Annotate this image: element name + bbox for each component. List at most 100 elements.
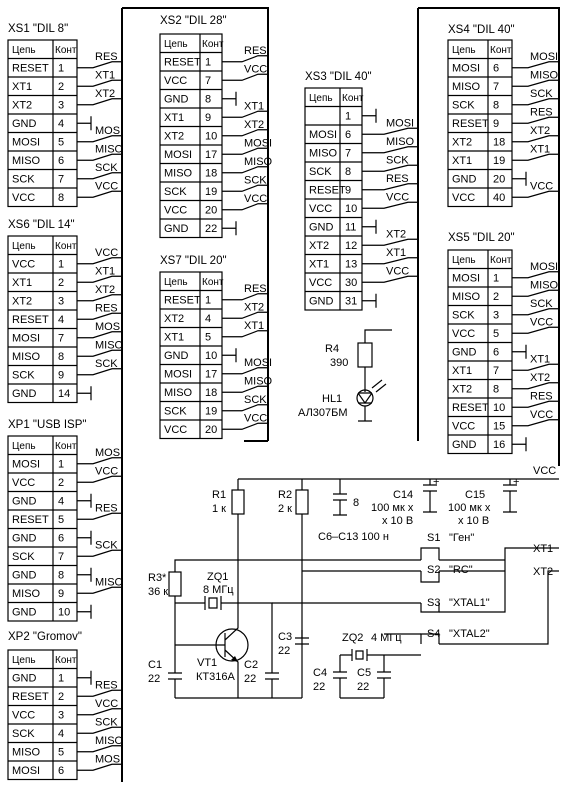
xp1-net-label: RES — [95, 502, 118, 514]
xs1-row-name: SCK — [12, 174, 35, 186]
xs3-row-name: MOSI — [309, 129, 337, 141]
xs7-row-pin: 17 — [205, 369, 217, 381]
xs7-row-pin: 18 — [205, 387, 217, 399]
r1-resistor — [231, 489, 245, 515]
xs2-net-wire — [222, 147, 268, 155]
xs3-row-name: GND — [309, 296, 334, 308]
xp1-row-pin: 6 — [58, 533, 64, 545]
xs5-row-pin: 7 — [493, 365, 499, 377]
xs2-row-name: XT1 — [164, 112, 184, 124]
xs4-net-wire — [512, 135, 559, 143]
xs2-row-name: GND — [164, 94, 189, 106]
c1-label: C1 — [148, 659, 162, 671]
xp2-net-wire — [77, 726, 122, 734]
xs6-row-pin: 1 — [58, 259, 64, 271]
xs2-row-pin: 7 — [205, 75, 211, 87]
xs2-net-wire — [222, 203, 268, 211]
xs6-header-signal: Цепь — [12, 241, 36, 252]
r4-value: 390 — [330, 357, 348, 369]
left-bus — [121, 7, 560, 782]
xs1-header-signal: Цепь — [12, 45, 36, 56]
xs5-row-name: GND — [452, 439, 477, 451]
xs4-row-name: MOSI — [452, 63, 480, 75]
xs6-net-label: MISO — [95, 339, 124, 351]
xs2-net-label: VCC — [244, 193, 267, 205]
xs3-net-label: MISO — [386, 136, 415, 148]
xs3-row-pin: 11 — [345, 222, 356, 234]
xs7-row-name: VCC — [164, 424, 187, 436]
r3-resistor — [168, 571, 182, 597]
xs3-net-label: SCK — [386, 154, 409, 166]
xs1-net-wire — [77, 172, 122, 180]
xp1-row-pin: 9 — [58, 588, 64, 600]
s3-label: S3 — [427, 597, 440, 609]
xs7-net-wire — [222, 404, 268, 412]
xs4-row-pin: 19 — [493, 155, 505, 167]
xs3-net-wire — [362, 257, 418, 265]
xp2-net-wire — [77, 763, 122, 771]
xs2-header-signal: Цепь — [164, 39, 188, 50]
xs5-row-name: XT2 — [452, 384, 472, 396]
xp1-row-name: SCK — [12, 551, 35, 563]
xs6-row-pin: 14 — [58, 388, 70, 400]
xs1-net-label: MOSI — [95, 125, 123, 137]
xs1-net-label: XT2 — [95, 88, 115, 100]
xs6-row-pin: 4 — [58, 314, 64, 326]
xs4-net-label: MOSI — [530, 51, 558, 63]
xs5-row-name: XT1 — [452, 365, 472, 377]
xp1-row-name: VCC — [12, 477, 35, 489]
xs4-net-label: XT1 — [530, 143, 550, 155]
xs7-net-label: MISO — [244, 375, 273, 387]
xs1-row-name: MISO — [12, 155, 41, 167]
xs2-net-wire — [222, 129, 268, 137]
xs1-row-name: GND — [12, 118, 37, 130]
xs1-row-pin: 3 — [58, 100, 64, 112]
xs4-net-wire — [512, 79, 559, 87]
xs1-row-pin: 2 — [58, 81, 64, 93]
xs1-net-wire — [77, 98, 122, 106]
xs4-row-pin: 9 — [493, 118, 499, 130]
c15-value1: 100 мк х — [448, 502, 491, 514]
xs2-net-label: XT1 — [244, 100, 264, 112]
xs4-row-name: GND — [452, 174, 477, 186]
xs1-net-wire — [77, 79, 122, 87]
xp2-row-pin: 4 — [58, 728, 64, 740]
xs5-header-signal: Цепь — [452, 255, 476, 266]
r2-label: R2 — [278, 489, 292, 501]
xs5-row-name: SCK — [452, 310, 475, 322]
xs6-row-pin: 3 — [58, 296, 64, 308]
xs5-row-name: RESET — [452, 402, 489, 414]
xs7-net-label: XT1 — [244, 320, 264, 332]
xp1-net-wire — [77, 512, 122, 520]
xs2-header-pin: Конт — [202, 39, 224, 50]
xs2-row-name: MISO — [164, 168, 193, 180]
xs7-row-name: XT2 — [164, 313, 184, 325]
svg-text:+: + — [433, 476, 439, 488]
c5-label: C5 — [357, 667, 371, 679]
xp2-row-pin: 5 — [58, 747, 64, 759]
vt1-label: VT1 — [197, 657, 217, 669]
xs5-title: XS5 "DIL 20" — [448, 232, 515, 244]
xs5-ground-symbol — [512, 344, 527, 359]
xp2-row-name: GND — [12, 673, 37, 685]
xt1-net-label: XT1 — [533, 543, 553, 555]
xs1-row-pin: 5 — [58, 137, 64, 149]
xs2-row-name: XT2 — [164, 131, 184, 143]
xs1-ground-symbol — [77, 116, 92, 131]
zq2-value: 4 МГц — [371, 632, 402, 644]
xs6-net-wire — [77, 349, 122, 357]
xs5-net-label: MOSI — [530, 261, 558, 273]
xs5-net-label: MISO — [530, 279, 559, 291]
xs6-net-wire — [77, 257, 122, 265]
xs3-net-label: XT2 — [386, 228, 406, 240]
xp2-net-label: VCC — [95, 698, 118, 710]
s1-value: "Ген" — [449, 532, 474, 544]
xp2-row-name: VCC — [12, 710, 35, 722]
xs1-row-name: XT1 — [12, 81, 32, 93]
xs3-row-name: GND — [309, 222, 334, 234]
xs6-row-pin: 2 — [58, 277, 64, 289]
xp1-row-name: RESET — [12, 514, 49, 526]
